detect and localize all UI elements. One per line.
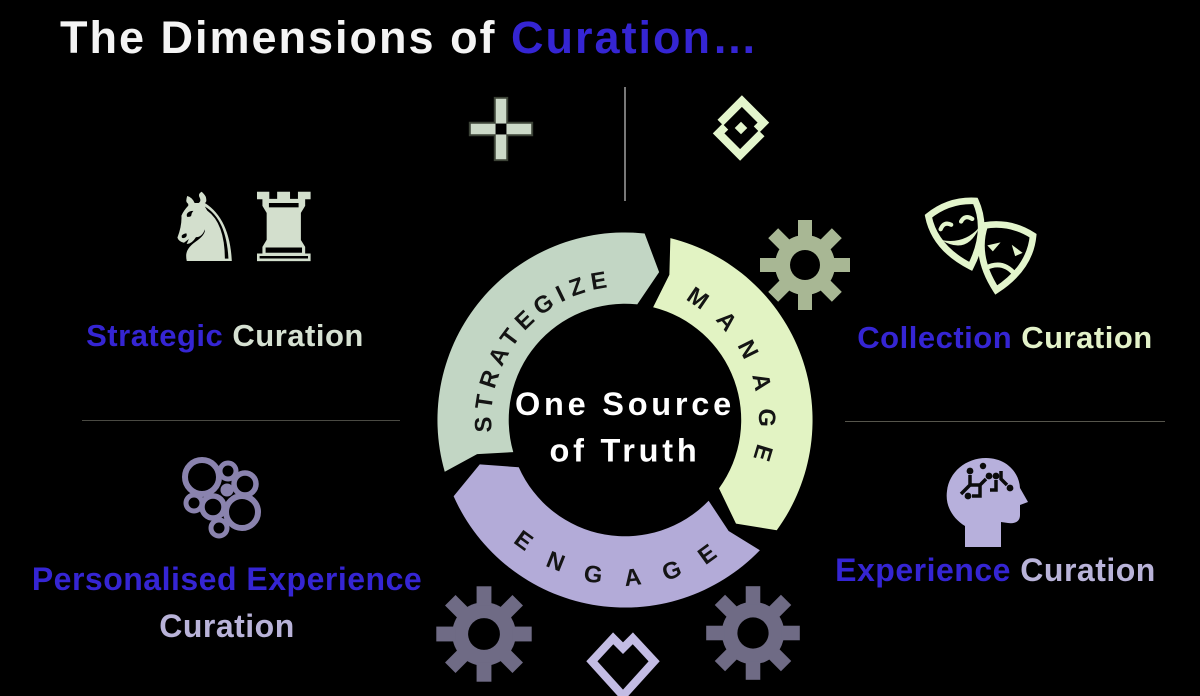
label-experience-highlight: Experience xyxy=(835,552,1011,588)
label-strategic-curation: Strategic Curation xyxy=(40,318,410,354)
heart-icon xyxy=(586,632,660,696)
segment-engage xyxy=(453,464,760,608)
label-personalised-rest: Curation xyxy=(159,608,295,644)
head-circuit-icon xyxy=(946,458,1028,547)
chess-pieces-icon: ♞♜ xyxy=(162,182,326,277)
bubbles-icon xyxy=(182,457,261,539)
title-highlight: Curation… xyxy=(511,12,760,63)
gear-icon xyxy=(760,220,850,310)
label-personalised-experience-curation: Personalised Experience Curation xyxy=(2,556,452,650)
chess-knight-icon: ♞ xyxy=(162,174,247,284)
label-experience-curation: Experience Curation xyxy=(808,552,1183,589)
label-collection-highlight: Collection xyxy=(857,320,1013,355)
vertical-divider xyxy=(624,87,626,201)
gear-icon xyxy=(436,586,532,682)
theater-masks-icon xyxy=(924,197,1037,295)
label-strategic-rest: Curation xyxy=(232,318,364,353)
label-collection-curation: Collection Curation xyxy=(820,320,1190,356)
segment-manage xyxy=(653,238,813,531)
plus-icon xyxy=(468,96,534,162)
center-text-line1: One Source xyxy=(515,386,735,422)
center-text-line2: of Truth xyxy=(550,432,701,468)
chess-rook-icon: ♜ xyxy=(241,174,326,284)
label-strategic-highlight: Strategic xyxy=(86,318,224,353)
right-horizontal-divider xyxy=(845,421,1165,422)
page-title: The Dimensions of Curation… xyxy=(60,12,759,64)
gear-icon xyxy=(706,586,800,680)
label-personalised-highlight: Personalised Experience xyxy=(31,561,423,597)
left-horizontal-divider xyxy=(82,420,400,421)
segment-strategize xyxy=(437,232,660,472)
label-experience-rest: Curation xyxy=(1020,552,1156,588)
curation-cycle-donut: STRATEGIZE MANAGE ENGAGE One Source of T… xyxy=(437,232,813,608)
diamond-brackets-icon xyxy=(712,95,770,161)
title-prefix: The Dimensions of xyxy=(60,12,512,63)
label-collection-rest: Curation xyxy=(1021,320,1153,355)
